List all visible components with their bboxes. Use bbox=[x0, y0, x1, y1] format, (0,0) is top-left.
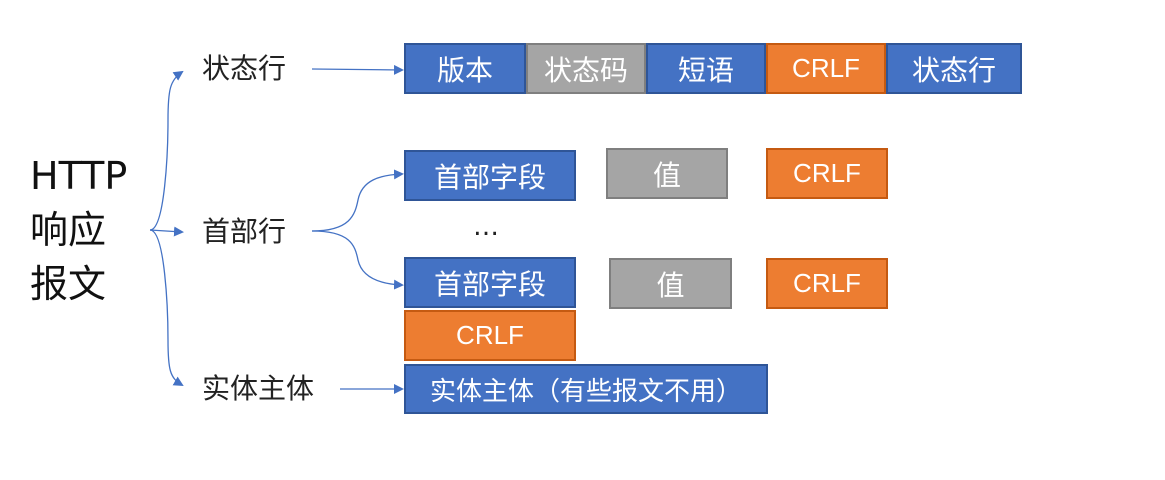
status-code-box: 状态码 bbox=[526, 43, 646, 94]
header-arrow-lower bbox=[311, 230, 404, 290]
header-crlf-box-1: CRLF bbox=[766, 148, 888, 199]
label-body: 实体主体 bbox=[202, 372, 315, 405]
brace-to-status-line bbox=[149, 70, 184, 231]
entity-body-box: 实体主体（有些报文不用） bbox=[404, 364, 768, 414]
header-arrow-upper bbox=[311, 169, 404, 232]
header-field-box-1: 首部字段 bbox=[404, 150, 576, 201]
header-end-crlf-box: CRLF bbox=[404, 310, 576, 361]
status-line-arrow bbox=[311, 64, 404, 75]
header-value-box-2: 值 bbox=[609, 258, 732, 309]
status-version-box: 版本 bbox=[404, 43, 526, 94]
ellipsis: … bbox=[473, 212, 499, 242]
header-value-box-1: 值 bbox=[606, 148, 728, 199]
label-header-line: 首部行 bbox=[202, 215, 287, 248]
status-phrase-box: 短语 bbox=[646, 43, 766, 94]
status-crlf-box: CRLF bbox=[766, 43, 886, 94]
title-line-2: 响应 bbox=[30, 208, 107, 252]
status-line-box: 状态行 bbox=[886, 43, 1022, 94]
title-line-3: 报文 bbox=[30, 262, 107, 306]
header-field-box-2: 首部字段 bbox=[404, 257, 576, 308]
brace-to-body bbox=[149, 229, 184, 387]
label-status-line: 状态行 bbox=[202, 52, 287, 85]
brace-to-header-line bbox=[149, 226, 184, 237]
header-crlf-box-2: CRLF bbox=[766, 258, 888, 309]
title-line-1: HTTP bbox=[30, 154, 128, 198]
